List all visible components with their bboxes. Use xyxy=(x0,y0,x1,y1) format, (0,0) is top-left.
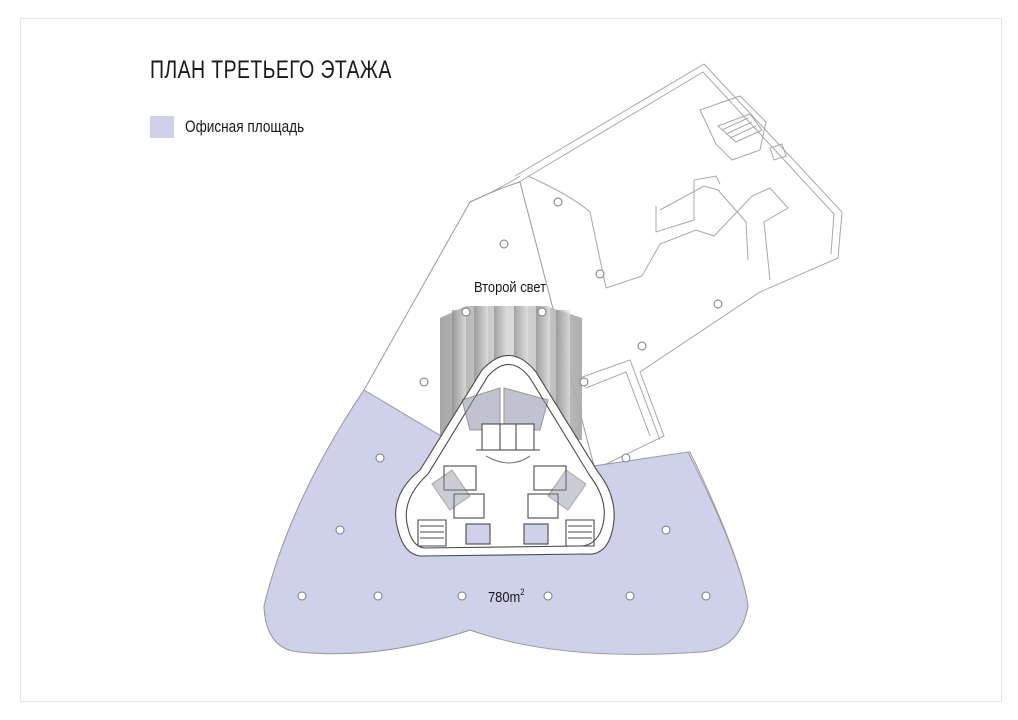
column xyxy=(335,525,345,535)
column xyxy=(553,197,563,207)
area-value: 780m xyxy=(488,588,520,605)
area-exponent: 2 xyxy=(520,586,525,597)
column xyxy=(461,307,471,317)
structural-columns xyxy=(297,197,723,601)
column xyxy=(373,591,383,601)
column xyxy=(499,239,509,249)
existing-building-wing xyxy=(469,63,843,469)
central-core xyxy=(395,355,615,557)
column xyxy=(297,591,307,601)
column xyxy=(713,299,723,309)
column xyxy=(579,377,589,387)
page-title: ПЛАН ТРЕТЬЕГО ЭТАЖА xyxy=(150,56,392,84)
column xyxy=(543,591,553,601)
column xyxy=(621,453,631,463)
atrium-label: Второй свет xyxy=(474,278,547,295)
legend-office-label: Офисная площадь xyxy=(185,117,305,136)
column xyxy=(457,591,467,601)
column xyxy=(625,591,635,601)
column xyxy=(701,591,711,601)
column xyxy=(595,269,605,279)
column xyxy=(375,453,385,463)
column xyxy=(537,307,547,317)
drawing-sheet-frame xyxy=(20,18,1002,702)
column xyxy=(637,341,647,351)
column xyxy=(661,525,671,535)
area-label: 780m2 xyxy=(488,586,525,605)
column xyxy=(419,377,429,387)
legend: Офисная площадь xyxy=(150,116,334,138)
legend-office-swatch xyxy=(150,116,174,138)
